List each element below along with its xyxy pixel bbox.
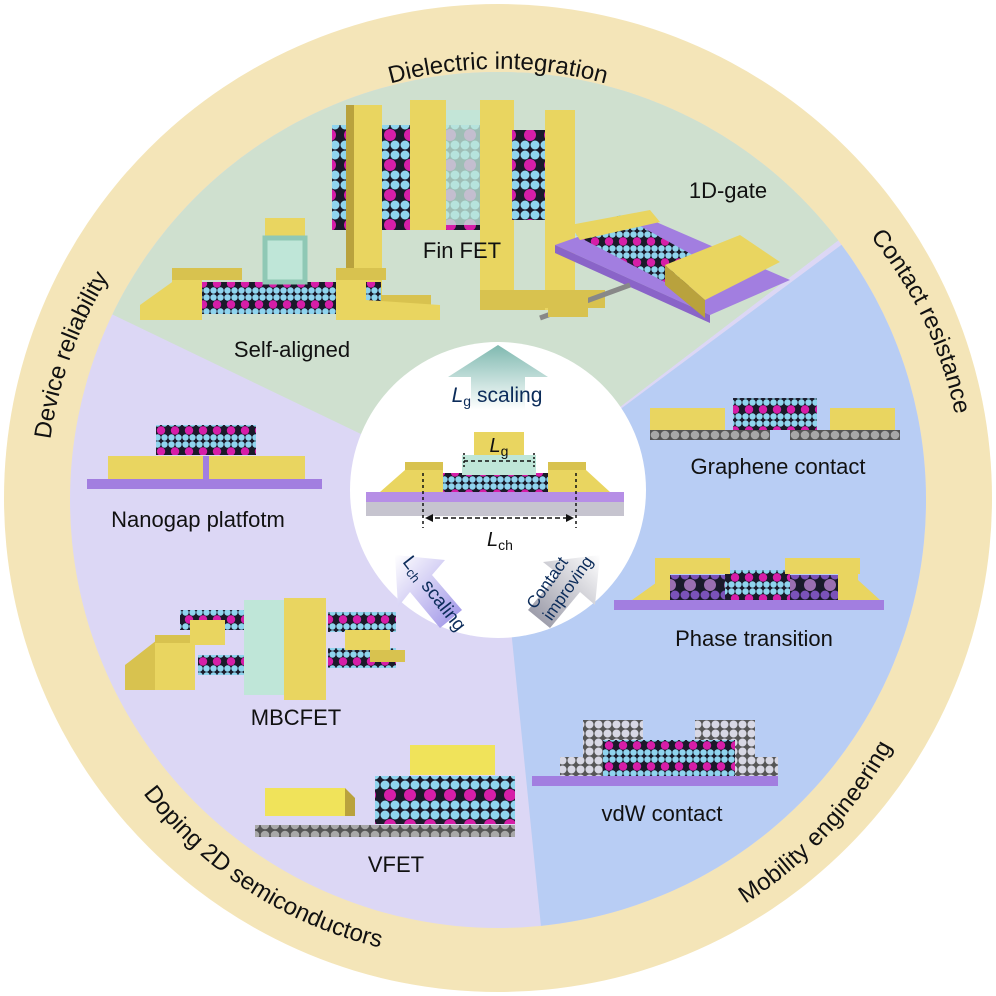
lch-scaling-arrow	[395, 555, 462, 628]
channel-length-subscript: ch	[498, 537, 513, 553]
device-label-mbcfet: MBCFET	[251, 705, 341, 730]
device-label-nanogap-platform: Nanogap platfotm	[111, 507, 285, 532]
device-label-graphene-contact: Graphene contact	[691, 454, 866, 479]
device-self-aligned	[140, 218, 440, 320]
device-graphene-contact	[650, 398, 900, 440]
gate-length-subscript: g	[501, 443, 509, 459]
device-1d-gate	[539, 210, 790, 323]
channel-length-symbol: L	[487, 529, 498, 551]
lg-scaling-text: scaling	[477, 384, 542, 407]
device-label-vdw-contact: vdW contact	[601, 801, 722, 826]
gate-length-label: Lg	[490, 435, 509, 459]
center-transistor	[366, 432, 624, 528]
device-label-self-aligned: Self-aligned	[234, 337, 350, 362]
lg-symbol: L	[452, 384, 464, 407]
lg-subscript: g	[463, 393, 471, 409]
device-phase-transition	[614, 558, 884, 610]
channel-length-label: Lch	[487, 529, 513, 553]
device-label-finfet: Fin FET	[423, 238, 501, 263]
device-vfet	[255, 745, 515, 837]
device-label-1d-gate: 1D-gate	[689, 178, 767, 203]
device-label-vfet: VFET	[368, 852, 424, 877]
lg-scaling-arrow	[448, 345, 548, 410]
lg-scaling-label: Lg scaling	[452, 384, 543, 409]
device-vdw-contact	[532, 720, 778, 786]
contact-improving-arrow	[528, 555, 600, 628]
device-mbcfet	[125, 598, 405, 700]
device-label-phase-transition: Phase transition	[675, 626, 833, 651]
device-nanogap-platform	[87, 425, 322, 489]
gate-length-symbol: L	[490, 435, 501, 457]
